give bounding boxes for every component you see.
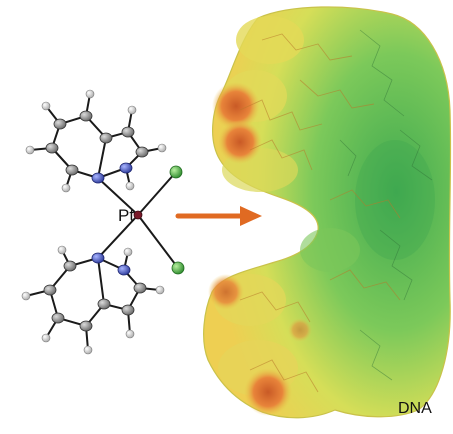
dna-label: DNA [398, 400, 432, 417]
arrow-right-icon [175, 206, 262, 226]
platinum-complex-model [21, 89, 185, 355]
dna-surface-model [203, 6, 452, 419]
platinum-label: Pt [118, 206, 135, 225]
